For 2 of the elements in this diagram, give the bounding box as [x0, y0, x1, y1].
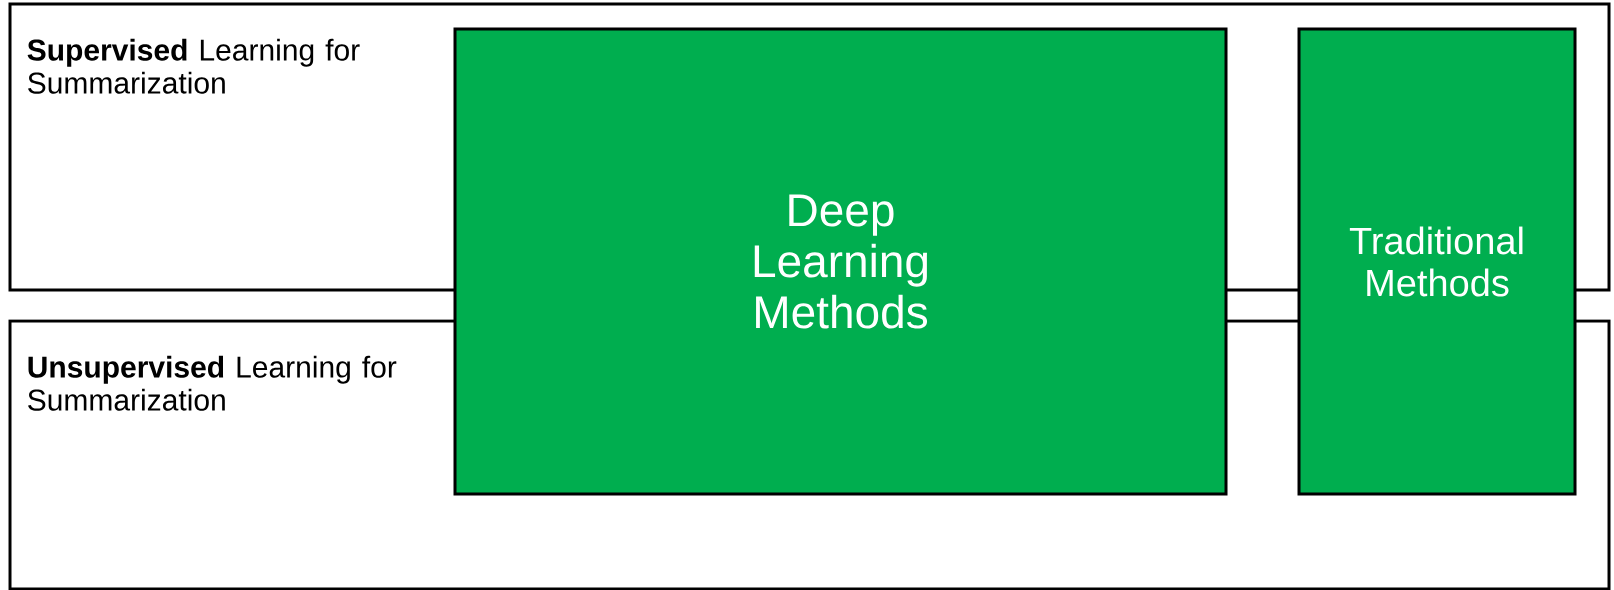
method-box: Deep Learning Methods: [453, 27, 1228, 496]
method-box: Traditional Methods: [1297, 27, 1577, 496]
